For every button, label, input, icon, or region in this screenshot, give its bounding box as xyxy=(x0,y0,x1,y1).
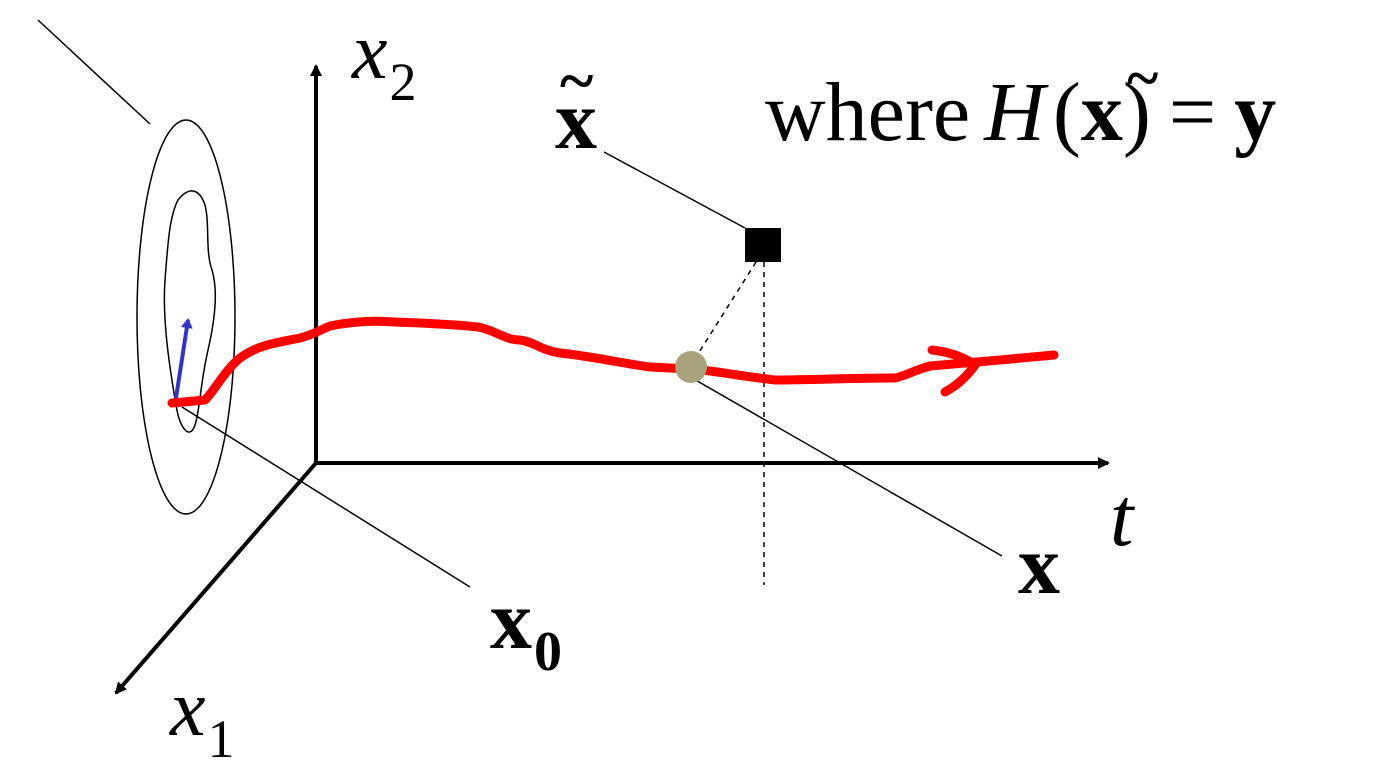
equation-x-tilde-mark: ~ xyxy=(1127,45,1158,111)
x1-axis-label-sub: 1 xyxy=(208,709,235,762)
x1-axis xyxy=(114,461,318,695)
perturbation-arrow xyxy=(174,318,193,399)
ellipse-pointer-line xyxy=(37,19,151,125)
innovation-dashed-line xyxy=(690,261,757,366)
model-trajectory xyxy=(167,316,1059,408)
x-label: x xyxy=(1018,519,1060,612)
x1-axis-label: x1 xyxy=(169,665,235,762)
equation-x-tilde: x xyxy=(1081,66,1123,159)
equation-H: H xyxy=(983,66,1049,159)
x-pointer-line xyxy=(691,377,1003,557)
equation-y: y xyxy=(1234,66,1276,159)
x-tilde-tilde: ~ xyxy=(560,45,593,116)
t-axis-label: t xyxy=(1110,471,1136,564)
x2-axis-label: x2 xyxy=(351,8,417,112)
inner-contour xyxy=(163,190,216,433)
equation-where: where xyxy=(765,66,970,159)
x2-axis-label-sub: 2 xyxy=(390,52,417,112)
equation-equals: = xyxy=(1169,66,1216,159)
equation-close-paren: ) xyxy=(1123,66,1151,159)
observation-point xyxy=(745,228,781,262)
x-tilde-pointer-line xyxy=(603,151,746,229)
trajectory-arrowhead xyxy=(927,345,980,397)
x0-label: x0 xyxy=(490,574,562,683)
outer-ellipse xyxy=(136,119,236,515)
state-point xyxy=(675,351,707,383)
x0-pointer-line xyxy=(181,406,471,588)
x0-label-sub: 0 xyxy=(534,621,562,683)
equation-open-paren: ( xyxy=(1053,66,1081,159)
x-tilde-label: x xyxy=(555,74,597,167)
